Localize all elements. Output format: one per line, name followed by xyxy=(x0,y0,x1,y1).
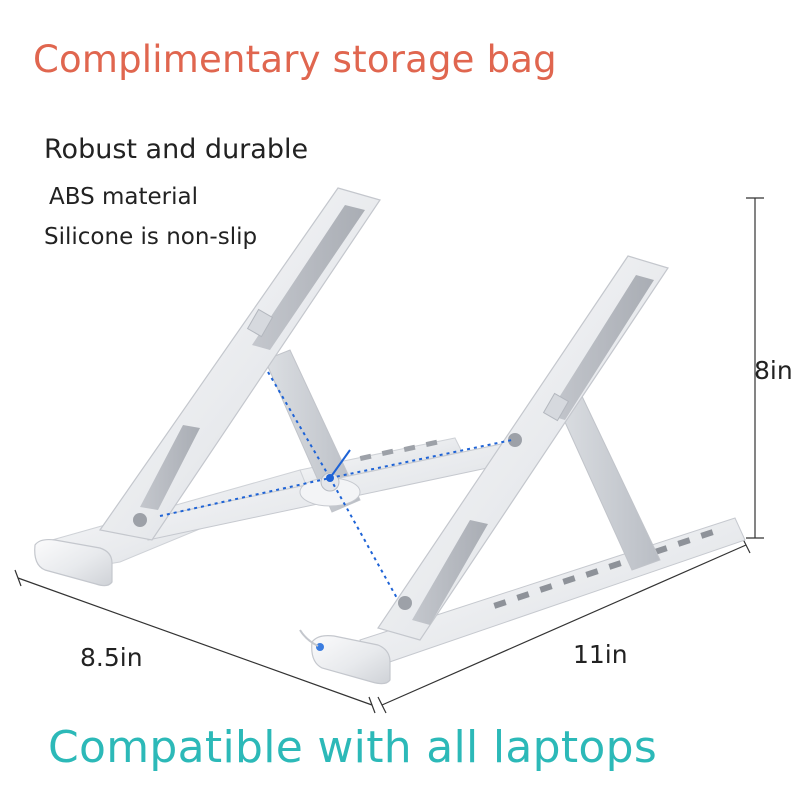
hinge-guide-lines xyxy=(159,371,513,601)
left-arm xyxy=(98,187,381,541)
feature-item-non-slip: Silicone is non-slip xyxy=(44,224,258,250)
left-support-strut xyxy=(264,349,361,513)
center-pointer xyxy=(329,449,351,479)
right-support-strut xyxy=(554,391,661,571)
depth-label: 8.5in xyxy=(80,643,143,672)
height-dimension-line xyxy=(746,197,764,539)
right-foot xyxy=(299,629,391,685)
height-label: 8in xyxy=(754,356,793,385)
width-label: 11in xyxy=(573,640,628,669)
compatibility-footer: Compatible with all laptops xyxy=(48,722,658,773)
feature-item-material: ABS material xyxy=(49,184,199,210)
headline: Complimentary storage bag xyxy=(33,38,557,81)
feature-main: Robust and durable xyxy=(44,134,309,165)
right-arm xyxy=(377,255,669,641)
depth-dimension-line xyxy=(14,569,376,714)
center-pivot-marker xyxy=(326,474,334,482)
